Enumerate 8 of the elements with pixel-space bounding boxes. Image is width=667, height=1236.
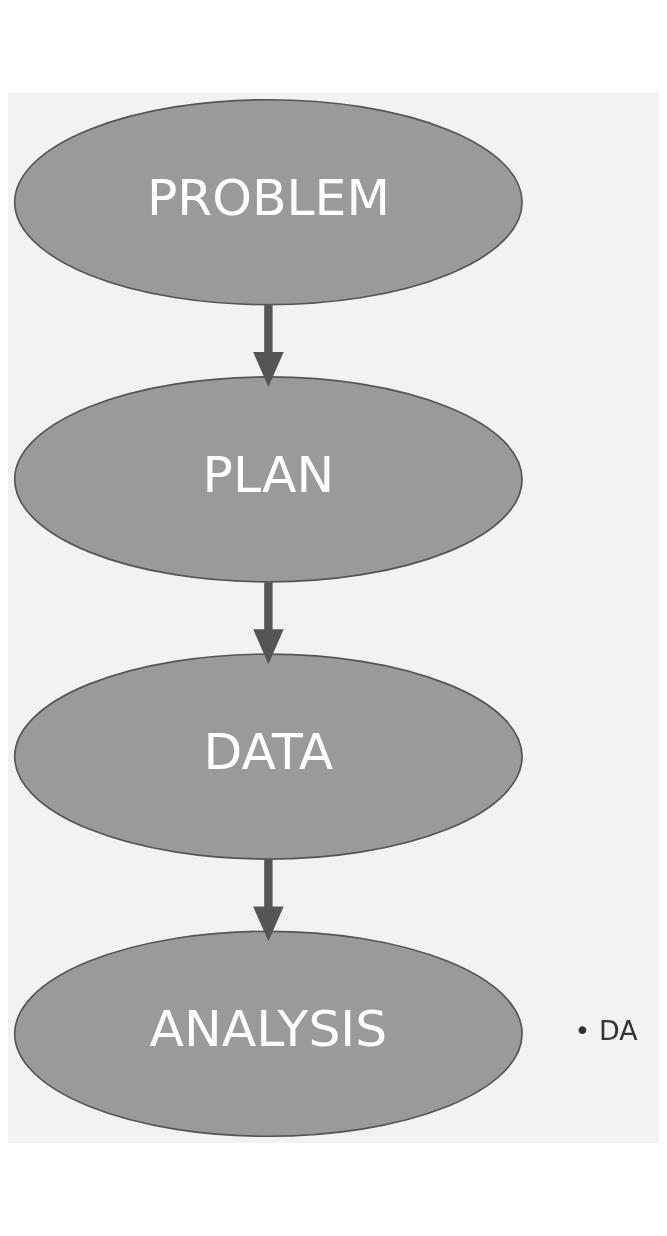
node-ellipse: DATA (13, 653, 523, 860)
arrow (253, 859, 284, 942)
arrow (253, 305, 284, 387)
arrow (253, 582, 284, 665)
node-ellipse: ANALYSIS (13, 930, 523, 1138)
node-ellipse: PLAN (13, 376, 523, 583)
node-ellipse: PROBLEM (13, 98, 523, 306)
label: • DA (574, 1015, 638, 1047)
